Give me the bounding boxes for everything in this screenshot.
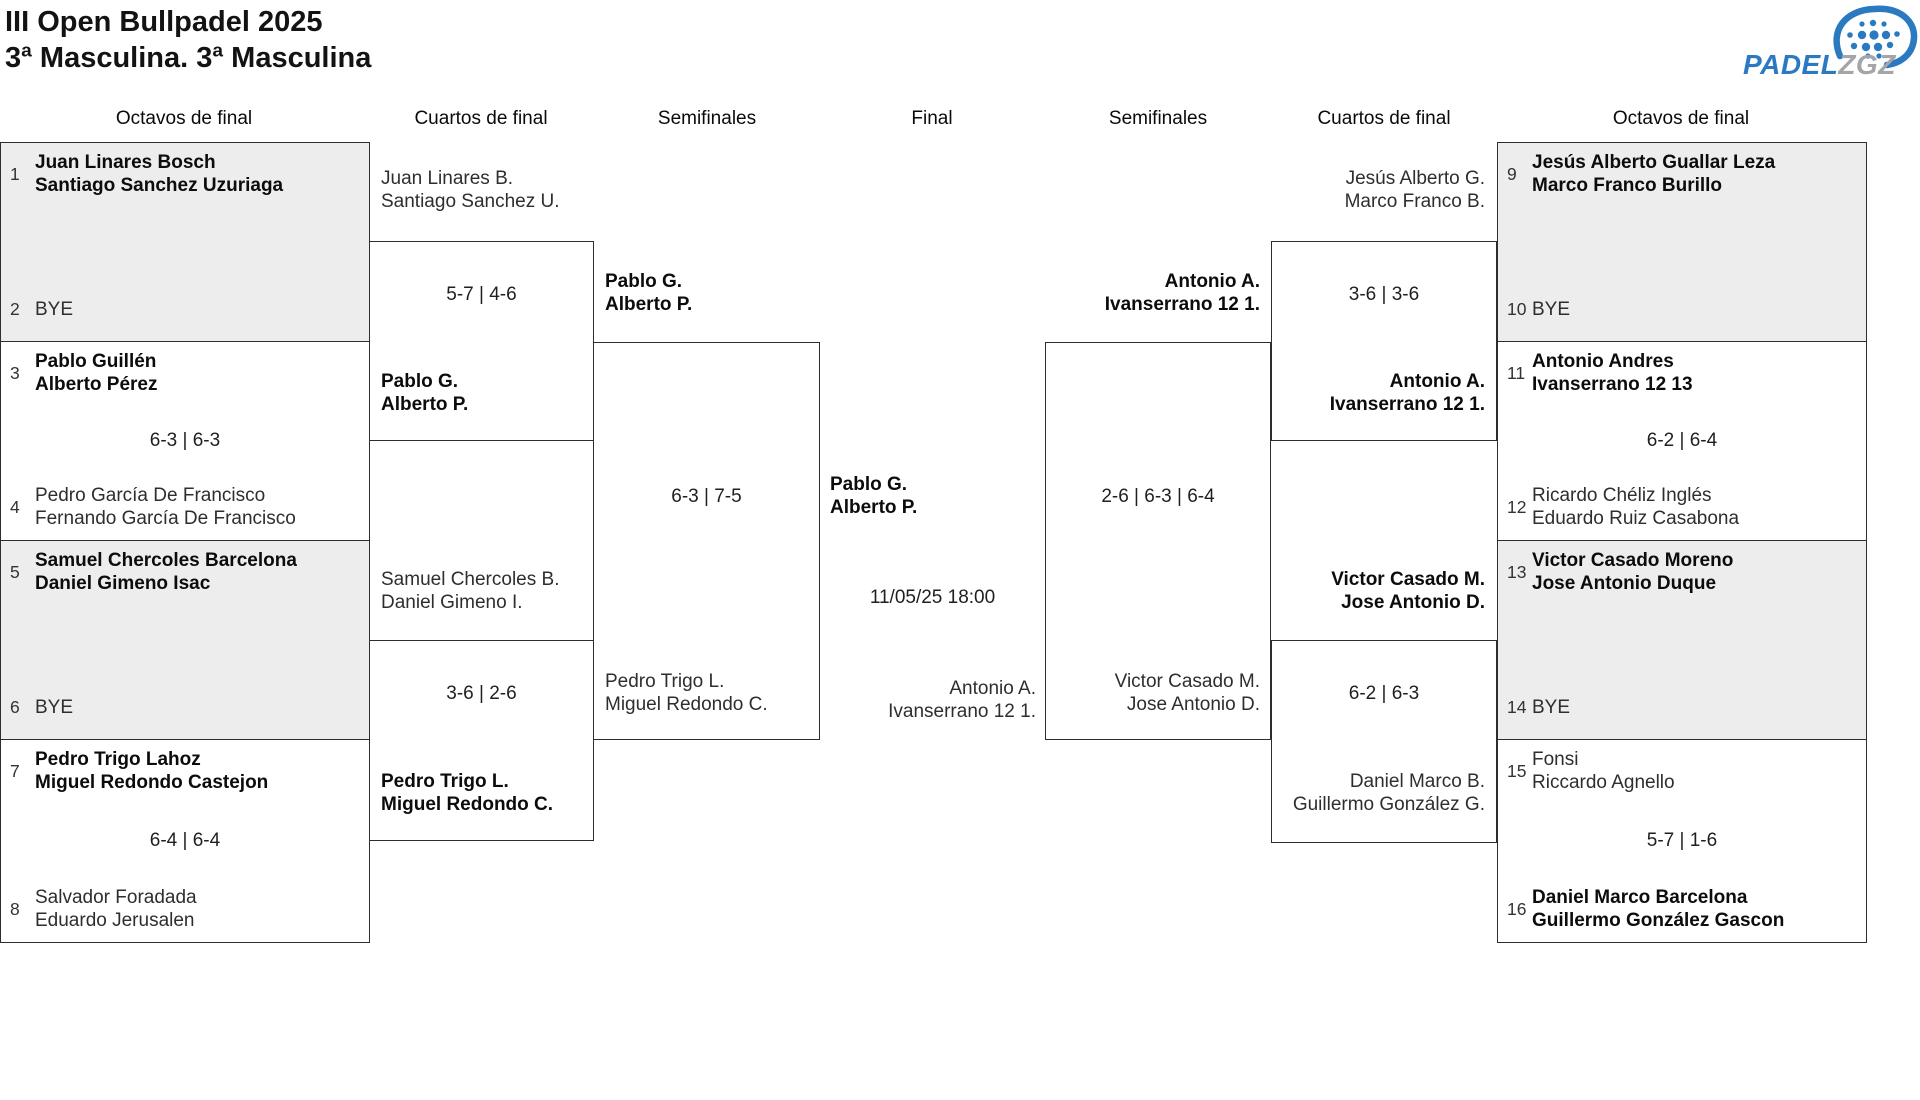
- seed-number: 4: [10, 496, 20, 517]
- round-header-final: Final: [911, 108, 953, 129]
- seed-number: 8: [10, 898, 20, 919]
- round-header-octavos-left: Octavos de final: [115, 108, 253, 129]
- match-score: 6-2 | 6-3: [1348, 683, 1420, 704]
- seed-number: 11: [1507, 362, 1526, 383]
- advancing-team: Jesús Alberto G.Marco Franco B.: [1344, 168, 1485, 212]
- svg-text:PADELZGZ: PADELZGZ: [1743, 49, 1896, 78]
- match-score: 3-6 | 2-6: [446, 683, 517, 704]
- advancing-team: Victor Casado M.Jose Antonio D.: [1114, 671, 1260, 715]
- seed-number: 2: [10, 299, 20, 319]
- logo-text-padel: PADEL: [1743, 49, 1838, 78]
- seed-number: 14: [1507, 697, 1527, 717]
- finalist-team: Antonio A.Ivanserrano 12 1.: [888, 678, 1036, 722]
- seed-number: 7: [10, 760, 20, 781]
- bye-entry: 14 BYE: [1507, 697, 1571, 718]
- match-score: 2-6 | 6-3 | 6-4: [1101, 486, 1215, 507]
- advancing-team: Antonio A.Ivanserrano 12 1.: [1329, 371, 1485, 415]
- final-datetime: 11/05/25 18:00: [869, 587, 996, 608]
- advancing-team: Victor Casado M.Jose Antonio D.: [1331, 569, 1485, 613]
- advancing-team: Pablo G.Alberto P.: [605, 271, 693, 315]
- seed-number: 13: [1507, 561, 1527, 582]
- seed-number: 12: [1507, 496, 1527, 517]
- bye-entry: 6 BYE: [10, 697, 74, 718]
- semifinal-box: [1045, 342, 1271, 740]
- advancing-team: Daniel Marco B.Guillermo González G.: [1292, 771, 1485, 815]
- seed-number: 15: [1507, 760, 1527, 781]
- quarterfinal-box: [1271, 241, 1497, 441]
- padel-ball-swoosh-icon: [1833, 5, 1918, 69]
- bye-entry: 2 BYE: [10, 299, 74, 320]
- quarterfinal-box: [369, 241, 594, 441]
- round-header-semis-right: Semifinales: [1108, 108, 1208, 129]
- match-score: 3-6 | 3-6: [1348, 284, 1420, 305]
- page-title: III Open Bullpadel 2025: [5, 6, 323, 38]
- match-score: 6-2 | 6-4: [1646, 430, 1718, 451]
- seed-number: 9: [1507, 163, 1517, 184]
- match-score: 5-7 | 1-6: [1646, 830, 1718, 851]
- match-score: 6-3 | 7-5: [671, 486, 742, 507]
- seed-number: 16: [1507, 898, 1527, 919]
- match-score: 6-3 | 6-3: [149, 430, 221, 451]
- seed-number: 3: [10, 362, 20, 383]
- match-score: 6-4 | 6-4: [149, 830, 221, 851]
- advancing-team: Antonio A.Ivanserrano 12 1.: [1104, 271, 1260, 315]
- semifinal-box: [593, 342, 820, 740]
- finalist-team: Pablo G.Alberto P.: [830, 474, 918, 518]
- bye-entry: 10 BYE: [1507, 299, 1571, 320]
- match-score: 5-7 | 4-6: [446, 284, 517, 305]
- advancing-team: Pedro Trigo L.Miguel Redondo C.: [381, 771, 554, 815]
- round-header-semis-left: Semifinales: [657, 108, 757, 129]
- logo-text-zgz: ZGZ: [1837, 49, 1896, 78]
- advancing-team: Samuel Chercoles B.Daniel Gimeno I.: [381, 569, 560, 613]
- round-header-octavos-right: Octavos de final: [1612, 108, 1750, 129]
- advancing-team: Pedro Trigo L.Miguel Redondo C.: [605, 671, 768, 715]
- seed-number: 5: [10, 561, 20, 582]
- seed-number: 10: [1507, 299, 1527, 319]
- advancing-team: Juan Linares B.Santiago Sanchez U.: [381, 168, 560, 212]
- quarterfinal-box: [1271, 640, 1497, 843]
- round-header-cuartos-right: Cuartos de final: [1317, 108, 1451, 129]
- padelzgz-logo[interactable]: PADELZGZ: [1742, 4, 1918, 78]
- seed-number: 6: [10, 697, 20, 717]
- quarterfinal-box: [369, 640, 594, 841]
- advancing-team: Pablo G.Alberto P.: [381, 371, 469, 415]
- page-subtitle: 3ª Masculina. 3ª Masculina: [5, 42, 372, 74]
- round-header-cuartos-left: Cuartos de final: [414, 108, 548, 129]
- seed-number: 1: [10, 163, 20, 184]
